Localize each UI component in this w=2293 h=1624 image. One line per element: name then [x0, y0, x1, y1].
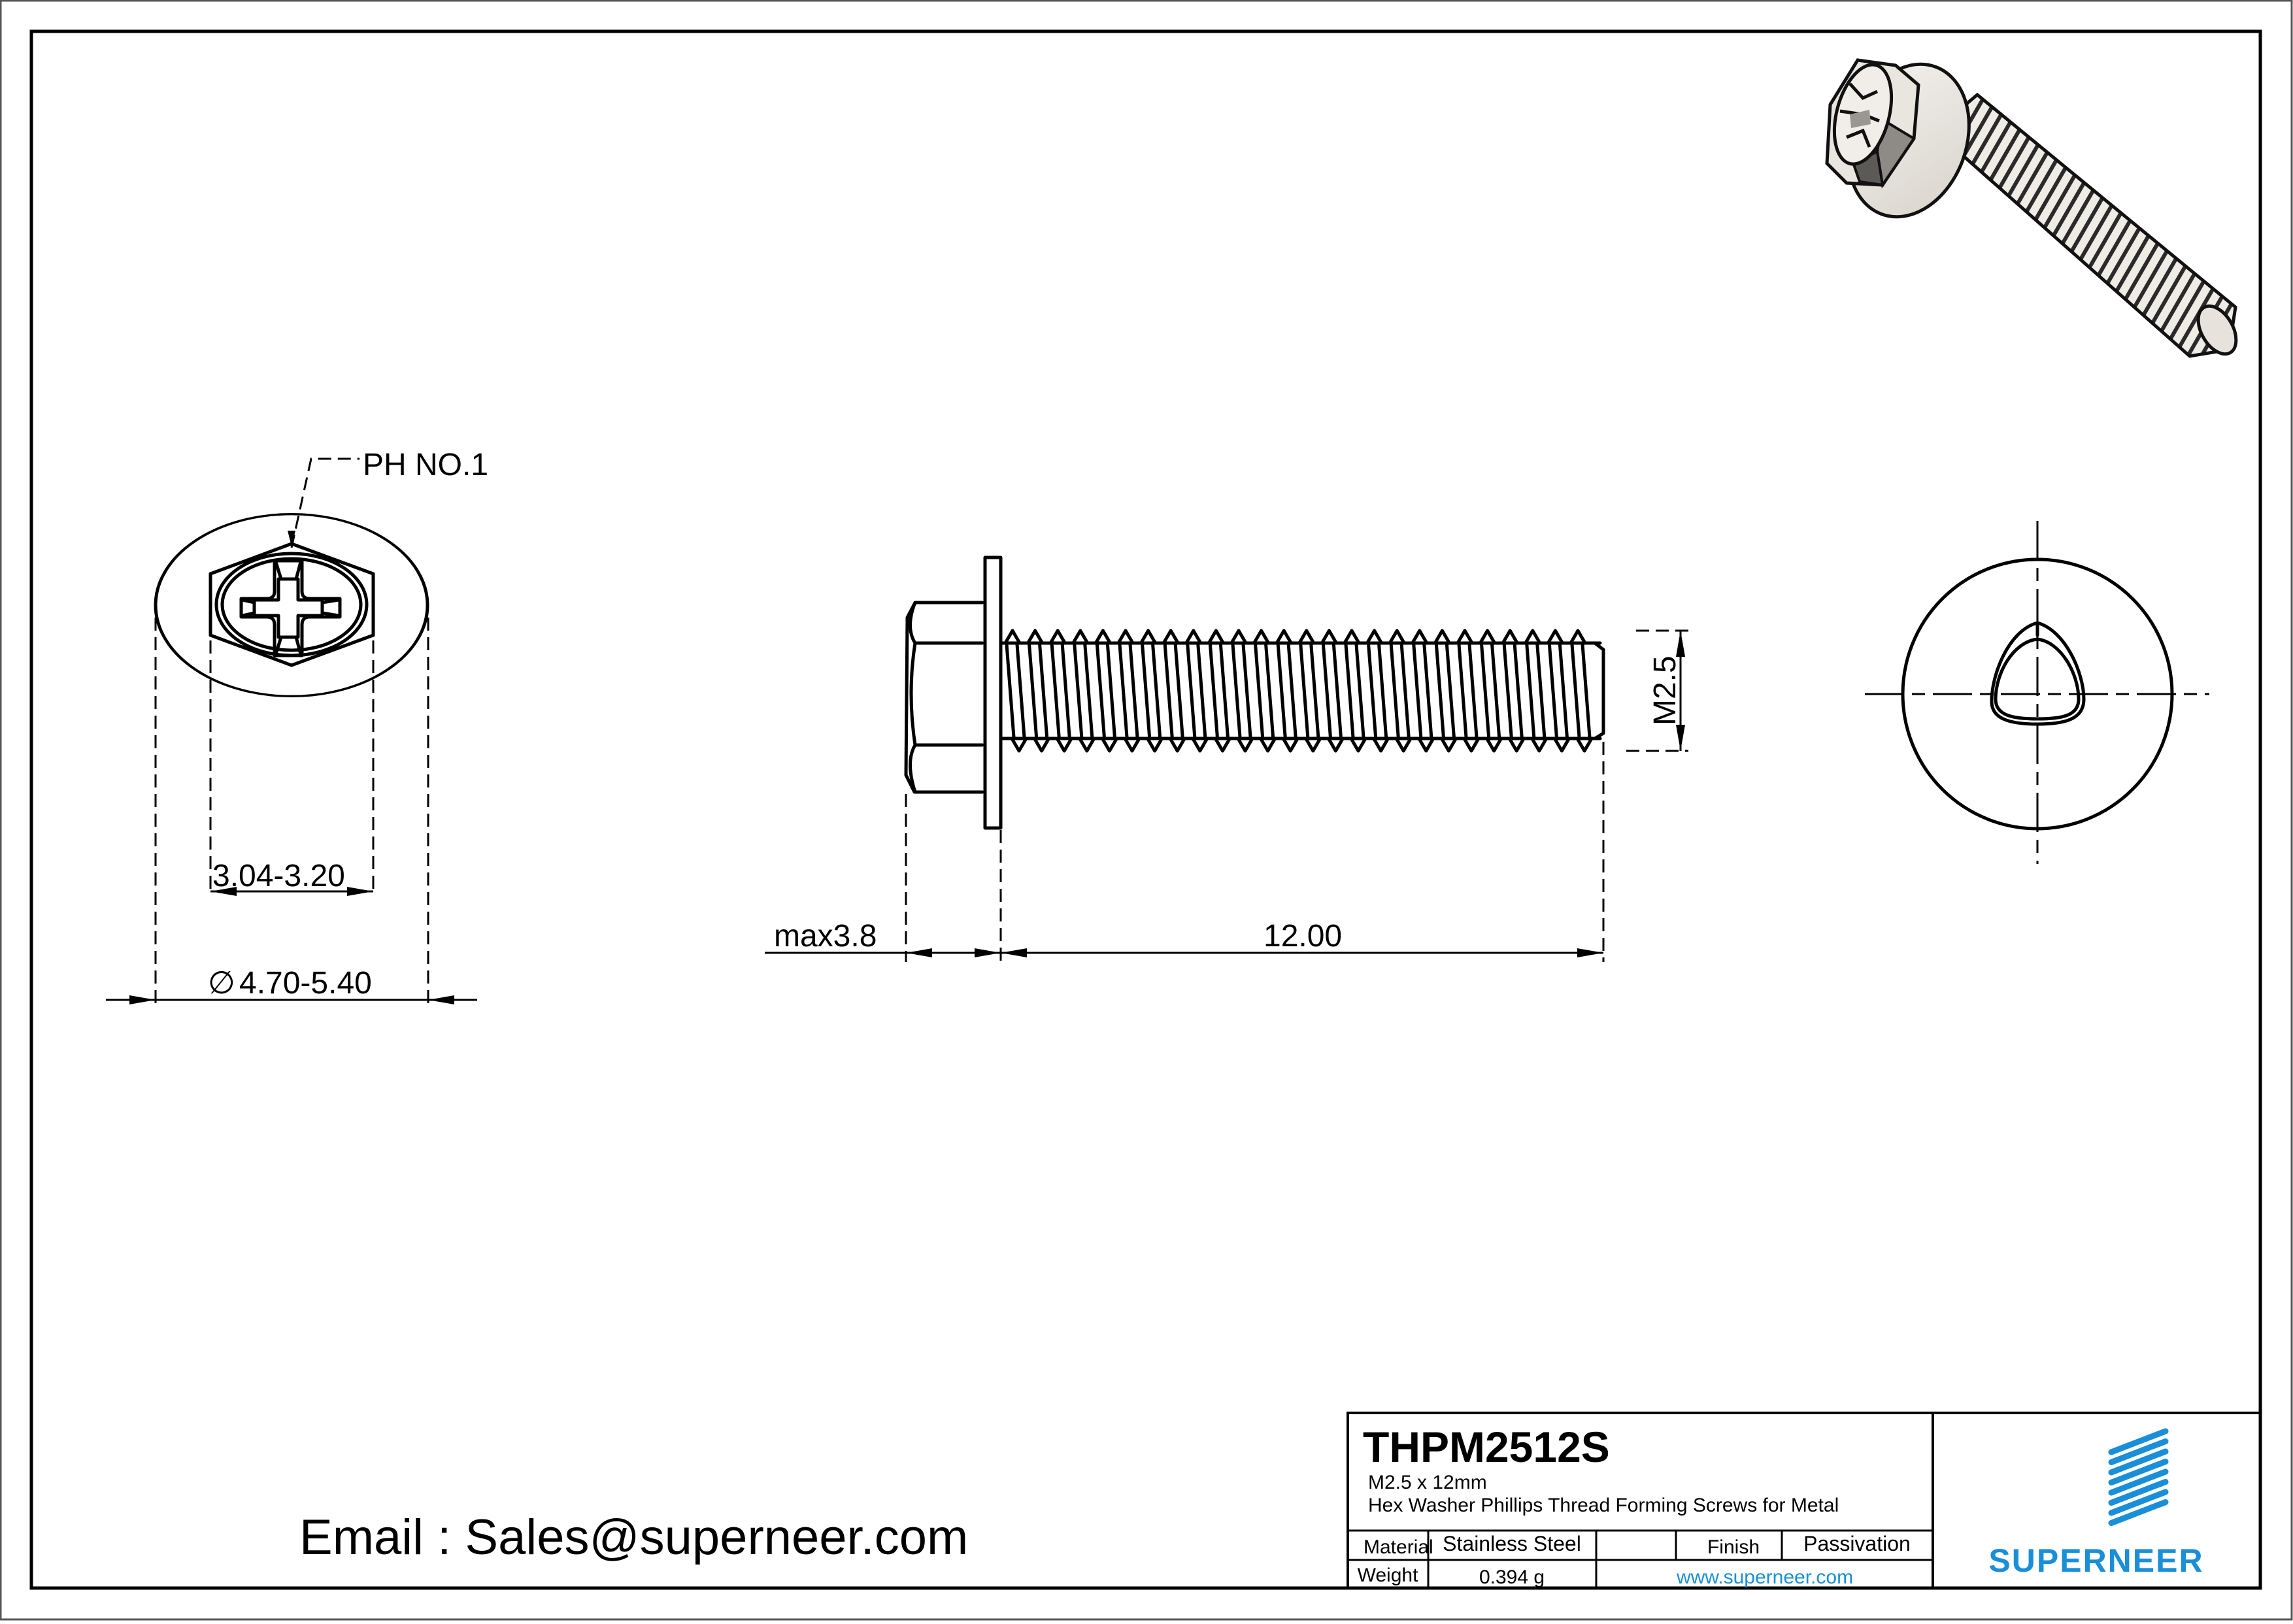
- drive-callout-label: PH NO.1: [363, 448, 488, 482]
- material-label: Material: [1364, 1536, 1433, 1558]
- thread-dim-text: M2.5: [1648, 655, 1682, 725]
- logo-stripe: [2108, 1499, 2169, 1526]
- phillips-inner-square: [252, 577, 324, 639]
- logo-stripe: [2108, 1448, 2169, 1476]
- website-link[interactable]: www.superneer.com: [1676, 1566, 1853, 1588]
- side-view: M2.5 max3.8 12.00: [765, 555, 1688, 962]
- arrowhead: [1676, 725, 1685, 751]
- head-height-dim-text: max3.8: [774, 919, 877, 953]
- phillips-cross-icon: [239, 559, 342, 657]
- superneer-logo-icon: [2108, 1428, 2169, 1526]
- logo-stripe: [2108, 1438, 2169, 1465]
- shank-tip-3d: [2196, 304, 2238, 356]
- shank-3d: [1932, 92, 2237, 358]
- title-block-frame: [1347, 1412, 2262, 1589]
- finish-value: Passivation: [1803, 1532, 1911, 1555]
- logo-stripe: [2108, 1479, 2169, 1506]
- thread-helix-lines: [1005, 642, 1592, 739]
- logo-wordmark: SUPERNEER: [1988, 1542, 2203, 1579]
- logo-stripe: [2108, 1459, 2169, 1485]
- trilobular-inner: [1994, 637, 2081, 721]
- hex-width-dim-text: 3.04-3.20: [212, 859, 345, 893]
- diameter-symbol: ∅: [208, 966, 235, 1001]
- leader-arrowhead: [288, 531, 295, 546]
- part-size: M2.5 x 12mm: [1368, 1472, 1487, 1493]
- inner-frame: [29, 29, 2262, 1590]
- logo-stripe: [2108, 1468, 2169, 1496]
- logo-stripe: [2108, 1428, 2169, 1455]
- arrowhead: [1001, 948, 1027, 957]
- washer-outline: [154, 512, 429, 698]
- arrowhead: [347, 887, 373, 896]
- thread-teeth: [1003, 629, 1594, 753]
- arrowhead: [1577, 948, 1603, 957]
- thread-crest-top: [1003, 629, 1587, 645]
- arrowhead: [975, 948, 1001, 957]
- phillips-wing-lines: [241, 560, 341, 656]
- recess-outer-ring: [214, 552, 369, 657]
- weight-value: 0.394 g: [1479, 1566, 1545, 1588]
- arrowhead: [428, 995, 454, 1004]
- material-value: Stainless Steel: [1443, 1532, 1581, 1555]
- contact-email[interactable]: Email : Sales@superneer.com: [299, 1510, 968, 1565]
- isometric-render: [1825, 58, 2238, 358]
- hex-head-flats: [909, 601, 984, 794]
- hex-head-profile: [904, 601, 984, 794]
- washer-dia-dim-text: 4.70-5.40: [239, 966, 372, 1001]
- top-view: PH NO.1 3.04-3.20 ∅ 4.70-5.40: [106, 448, 488, 1010]
- weight-label: Weight: [1358, 1565, 1418, 1586]
- thread-crest-bottom: [1010, 737, 1594, 753]
- end-view: [1865, 521, 2209, 864]
- logo-stripe: [2108, 1489, 2169, 1516]
- arrowhead: [906, 948, 932, 957]
- recess-inner-ring: [220, 557, 363, 652]
- part-description: Hex Washer Phillips Thread Forming Screw…: [1368, 1495, 1839, 1516]
- recess-shade: [1850, 110, 1871, 128]
- washer-profile: [983, 555, 1003, 830]
- arrowhead: [129, 995, 156, 1004]
- arrowhead: [210, 887, 237, 896]
- trilobular-outer: [1990, 621, 2086, 726]
- finish-label: Finish: [1707, 1536, 1760, 1558]
- hex-head-outline: [209, 542, 375, 667]
- arrowhead: [1676, 631, 1685, 657]
- drive-callout-leader: [290, 457, 360, 548]
- thread-tip: [1593, 641, 1605, 740]
- part-number: THPM2512S: [1363, 1423, 1610, 1471]
- title-block: THPM2512S M2.5 x 12mm Hex Washer Phillip…: [1347, 1412, 2262, 1589]
- length-dim-text: 12.00: [1264, 919, 1342, 953]
